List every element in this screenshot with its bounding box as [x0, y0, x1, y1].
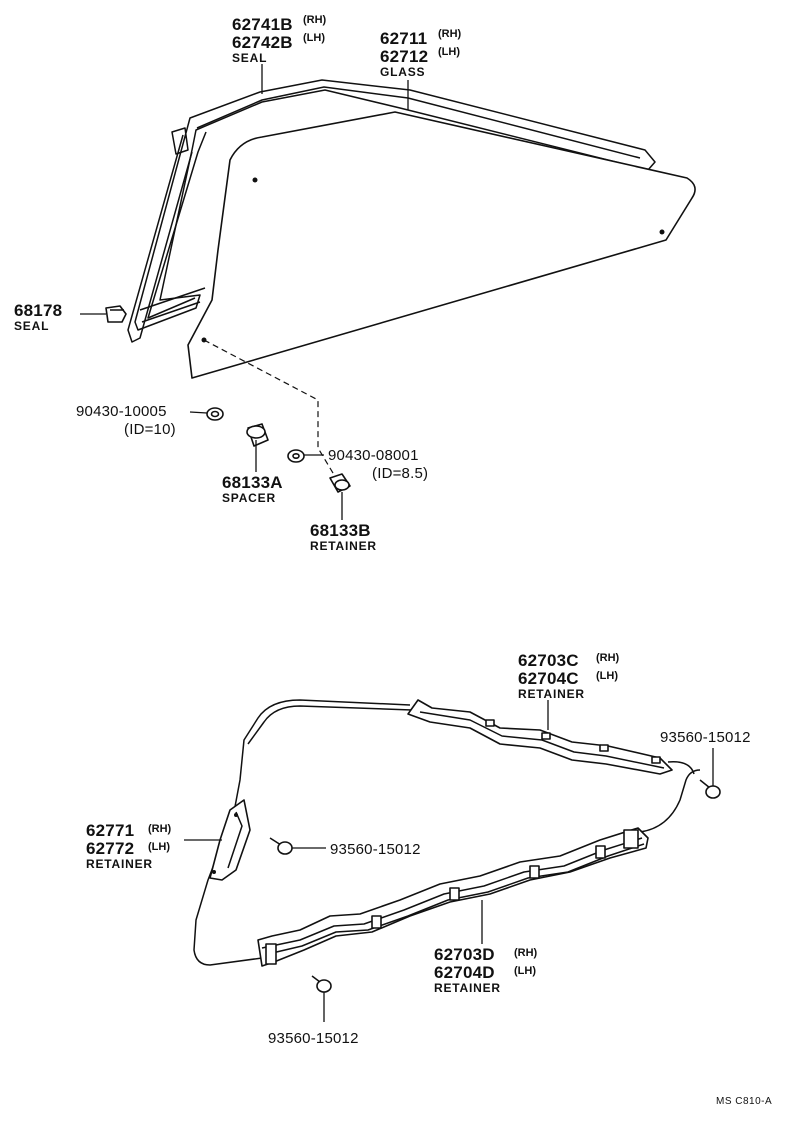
glass-panel [187, 111, 696, 379]
retainer-62703c [407, 699, 673, 775]
pn-62771: 62771 [86, 821, 134, 840]
retainer-62703d [257, 827, 649, 967]
pn-62712: 62712 [380, 47, 428, 66]
nut-90430-08001 [287, 449, 305, 463]
callout-seal-68178: 68178 SEAL [14, 301, 62, 333]
note-id10: (ID=10) [124, 421, 176, 438]
pn-62704d: 62704D [434, 963, 495, 982]
pn-62703c: 62703C [518, 651, 579, 670]
pn-62704c: 62704C [518, 669, 579, 688]
side-rh: (RH) [303, 14, 327, 26]
pn-90430-08001: 90430-08001 [328, 447, 419, 464]
desc-glass: GLASS [380, 65, 425, 79]
lower-leaders [184, 700, 714, 1022]
pn-68133a: 68133A [222, 473, 283, 492]
desc-seal: SEAL [232, 51, 267, 65]
side-rh: (RH) [148, 823, 172, 835]
side-lh: (LH) [303, 32, 325, 44]
side-rh: (RH) [596, 652, 620, 664]
pn-62703d: 62703D [434, 945, 495, 964]
pn-68133b: 68133B [310, 521, 371, 540]
pn-93560-15012-right: 93560-15012 [660, 729, 751, 746]
desc-retainer: RETAINER [434, 981, 501, 995]
pn-62711: 62711 [380, 29, 427, 48]
callout-glass-62711: 62711 (RH) 62712 (LH) GLASS [380, 28, 462, 79]
desc-retainer: RETAINER [518, 687, 585, 701]
figure-code: MS C810-A [716, 1096, 772, 1107]
callout-spacer-68133a: 68133A SPACER [222, 473, 283, 505]
callout-seal-62741b: 62741B (RH) 62742B (LH) SEAL [232, 14, 327, 65]
pn-93560-15012-middle: 93560-15012 [330, 841, 421, 858]
callout-retainer-68133b: 68133B RETAINER [310, 521, 377, 553]
desc-retainer: RETAINER [86, 857, 153, 871]
retainer-62771 [209, 799, 251, 881]
seal-clip-68178 [105, 305, 127, 323]
side-lh: (LH) [438, 46, 460, 58]
note-id85: (ID=8.5) [372, 465, 428, 482]
callout-retainer-62703c: 62703C (RH) 62704C (LH) RETAINER [518, 651, 620, 701]
fastener-axis [203, 339, 337, 479]
pn-62741b: 62741B [232, 15, 293, 34]
callout-nut-90430-08001: 90430-08001 (ID=8.5) [328, 447, 428, 482]
retainer-68133b [329, 473, 351, 493]
screw-bottom-93560 [311, 975, 332, 993]
side-rh: (RH) [438, 28, 462, 40]
spacer-68133a [246, 423, 269, 447]
pn-90430-10005: 90430-10005 [76, 403, 167, 420]
pn-68178: 68178 [14, 301, 62, 320]
pn-62742b: 62742B [232, 33, 293, 52]
pn-62772: 62772 [86, 839, 134, 858]
desc-seal: SEAL [14, 319, 49, 333]
side-lh: (LH) [514, 965, 536, 977]
side-lh: (LH) [596, 670, 618, 682]
upper-leaders [80, 64, 409, 520]
side-lh: (LH) [148, 841, 170, 853]
pn-93560-15012-bottom: 93560-15012 [268, 1030, 359, 1047]
callout-nut-90430-10005: 90430-10005 (ID=10) [76, 403, 176, 438]
callout-retainer-62703d: 62703D (RH) 62704D (LH) RETAINER [434, 945, 538, 995]
nut-90430-10005 [206, 407, 224, 421]
desc-spacer: SPACER [222, 491, 276, 505]
screw-middle-93560 [269, 837, 293, 855]
seal-frame [127, 79, 656, 343]
desc-retainer: RETAINER [310, 539, 377, 553]
side-rh: (RH) [514, 947, 538, 959]
callout-retainer-62771: 62771 (RH) 62772 (LH) RETAINER [86, 821, 172, 871]
screw-right-93560 [699, 779, 721, 799]
